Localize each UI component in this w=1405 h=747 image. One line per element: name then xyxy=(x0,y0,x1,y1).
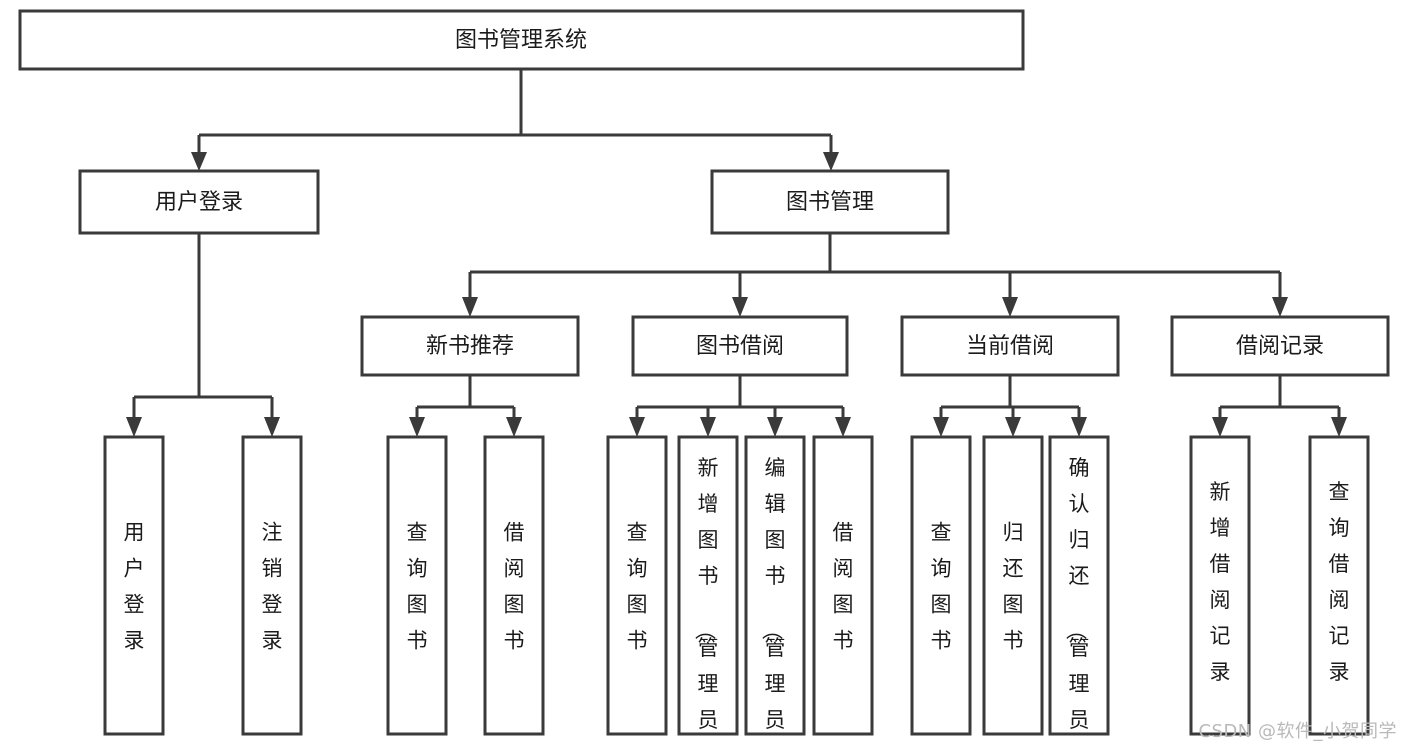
arrow-head-leaf-query-book-2 xyxy=(629,417,645,437)
arrow-head-leaf-edit-book xyxy=(767,417,783,437)
connector-newbook-to-leaves xyxy=(415,375,516,417)
leaf-label-10: 确认归还（管理员） xyxy=(1064,456,1090,747)
node-current-borrow[interactable]: 当前借阅 xyxy=(900,315,1120,377)
connector-root-to-level2 xyxy=(197,69,833,152)
node-box-borrow-record xyxy=(1170,315,1390,377)
arrow-head-leaf-confirm-return xyxy=(1071,417,1087,437)
arrow-head-leaf-return-book xyxy=(1005,417,1021,437)
node-label-user-login: 用户登录 xyxy=(155,190,243,215)
leaf-box-3 xyxy=(483,435,545,736)
leaf-node-5-新增图书管理员[interactable]: 新增图书（管理员） xyxy=(677,435,739,747)
connector-layer xyxy=(126,69,1347,437)
leaf-box-6 xyxy=(744,435,806,736)
node-book-management[interactable]: 图书管理 xyxy=(710,169,950,235)
node-box-root xyxy=(18,9,1025,71)
arrow-head-leaf-add-book xyxy=(700,417,716,437)
arrow-head-leaf-borrow-book-2 xyxy=(835,417,851,437)
arrow-head-book-borrow xyxy=(732,297,748,317)
leaf-node-2-查询图书[interactable]: 查询图书 xyxy=(386,435,448,736)
node-label-borrow-record: 借阅记录 xyxy=(1236,334,1324,359)
leaf-box-10 xyxy=(1048,435,1110,736)
arrow-head-leaf-query-book-1 xyxy=(409,417,425,437)
leaf-label-5: 新增图书（管理员） xyxy=(693,456,719,747)
connector-userlogin-to-leaves xyxy=(132,233,274,417)
node-box-book-management xyxy=(710,169,950,235)
leaf-label-6: 编辑图书（管理员） xyxy=(760,456,786,747)
leaf-label-8: 查询图书 xyxy=(931,521,952,653)
node-label-new-book-recommend: 新书推荐 xyxy=(426,334,514,359)
arrow-head-leaf-query-record xyxy=(1331,417,1347,437)
leaf-label-12: 查询借阅记录 xyxy=(1329,480,1350,684)
arrow-head-leaf-borrow-book-1 xyxy=(506,417,522,437)
leaf-node-4-查询图书[interactable]: 查询图书 xyxy=(606,435,668,736)
node-root-book-management-system[interactable]: 图书管理系统 xyxy=(18,9,1025,71)
leaf-label-1: 注销登录 xyxy=(262,521,283,653)
node-box-new-book-recommend xyxy=(360,315,580,377)
leaf-node-3-借阅图书[interactable]: 借阅图书 xyxy=(483,435,545,736)
leaf-box-0 xyxy=(103,435,165,736)
leaf-label-4: 查询图书 xyxy=(627,521,648,653)
node-box-book-borrow xyxy=(631,315,849,377)
leaf-node-11-新增借阅记录[interactable]: 新增借阅记录 xyxy=(1189,435,1251,736)
leaf-node-9-归还图书[interactable]: 归还图书 xyxy=(982,435,1044,736)
connector-borrowrecord-to-leaves xyxy=(1218,375,1341,417)
arrow-head-leaf-query-book-3 xyxy=(933,417,949,437)
node-borrow-record[interactable]: 借阅记录 xyxy=(1170,315,1390,377)
arrow-head-book-manage xyxy=(823,152,839,171)
leaf-label-3: 借阅图书 xyxy=(504,521,525,653)
connector-currentborrow-to-leaves xyxy=(939,375,1081,417)
leaf-box-11 xyxy=(1189,435,1251,736)
node-label-book-borrow: 图书借阅 xyxy=(696,334,784,359)
leaf-node-7-借阅图书[interactable]: 借阅图书 xyxy=(812,435,874,736)
leaf-node-10-确认归还管理员[interactable]: 确认归还（管理员） xyxy=(1048,435,1110,747)
leaf-label-11: 新增借阅记录 xyxy=(1210,480,1231,684)
arrow-head-leaf-add-record xyxy=(1212,417,1228,437)
leaf-node-0-用户登录[interactable]: 用户登录 xyxy=(103,435,165,736)
leaf-box-2 xyxy=(386,435,448,736)
leaf-box-1 xyxy=(241,435,303,736)
leaf-box-8 xyxy=(910,435,972,736)
arrow-head-user-login xyxy=(191,152,207,171)
leaf-node-1-注销登录[interactable]: 注销登录 xyxy=(241,435,303,736)
arrow-head-leaf-logout xyxy=(264,417,280,437)
leaf-node-layer: 用户登录 注销登录 查询图书 借阅图书 查询图书 新增图书（管理员） 编辑图书（管理员） 借阅… xyxy=(103,435,1370,747)
leaf-box-12 xyxy=(1308,435,1370,736)
leaf-box-9 xyxy=(982,435,1044,736)
arrow-head-leaf-user-login xyxy=(126,417,142,437)
arrow-head-borrow-record xyxy=(1272,297,1288,317)
node-user-login[interactable]: 用户登录 xyxy=(78,169,320,235)
node-new-book-recommend[interactable]: 新书推荐 xyxy=(360,315,580,377)
leaf-node-8-查询图书[interactable]: 查询图书 xyxy=(910,435,972,736)
node-book-borrow[interactable]: 图书借阅 xyxy=(631,315,849,377)
leaf-box-5 xyxy=(677,435,739,736)
leaf-label-7: 借阅图书 xyxy=(833,521,854,653)
leaf-node-6-编辑图书管理员[interactable]: 编辑图书（管理员） xyxy=(744,435,806,747)
node-box-user-login xyxy=(78,169,320,235)
leaf-label-2: 查询图书 xyxy=(407,521,428,653)
node-box-current-borrow xyxy=(900,315,1120,377)
arrow-head-new-book-rec xyxy=(462,297,478,317)
node-label-root: 图书管理系统 xyxy=(455,28,587,53)
leaf-node-12-查询借阅记录[interactable]: 查询借阅记录 xyxy=(1308,435,1370,736)
leaf-label-0: 用户登录 xyxy=(124,521,145,653)
leaf-box-7 xyxy=(812,435,874,736)
leaf-box-4 xyxy=(606,435,668,736)
node-label-current-borrow: 当前借阅 xyxy=(966,334,1054,359)
arrow-head-current-borrow xyxy=(1002,297,1018,317)
leaf-label-9: 归还图书 xyxy=(1003,521,1024,653)
connector-bookmanage-to-level3 xyxy=(468,233,1282,297)
node-label-book-management: 图书管理 xyxy=(786,190,874,215)
connector-bookborrow-to-leaves xyxy=(635,375,845,417)
